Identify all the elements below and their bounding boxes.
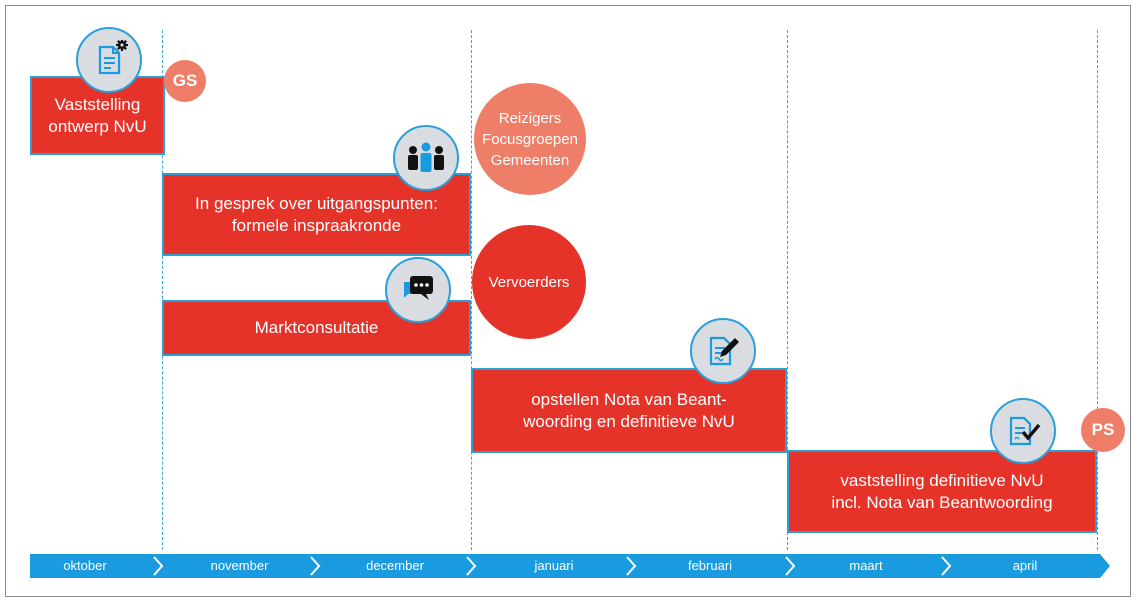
task-line: ontwerp NvU (48, 116, 147, 136)
people-group-icon (393, 125, 459, 191)
task-line: incl. Nota van Beantwoording (831, 492, 1053, 512)
task-line: formele inspraakronde (231, 215, 402, 235)
document-gear-icon (76, 27, 142, 93)
document-pen-icon (690, 318, 756, 384)
chat-bubble-icon (385, 257, 451, 323)
gs-badge-label: GS (172, 71, 198, 90)
task-line: In gesprek over uitgangspunten: (195, 193, 438, 213)
ps-badge: PS (1081, 408, 1125, 452)
task-line: Marktconsultatie (254, 318, 379, 337)
task-vaststelling-definitief: vaststelling definitieve NvU incl. Nota … (787, 450, 1097, 533)
gs-badge: GS (164, 60, 206, 102)
month-label: oktober (63, 558, 107, 573)
task-nota-van-beantwoording: opstellen Nota van Beant- woording en de… (471, 368, 787, 453)
ps-badge-label: PS (1091, 420, 1115, 439)
month-label: november (210, 558, 269, 573)
task-line: Vaststelling (54, 94, 141, 114)
month-label: december (366, 558, 424, 573)
month-label: januari (534, 558, 574, 573)
stakeholder-circle: Reizigers Focusgroepen Gemeenten (474, 83, 586, 195)
document-check-icon (990, 398, 1056, 464)
stakeholder-label: Reizigers (498, 109, 562, 127)
month-label: april (1012, 558, 1038, 573)
stakeholder-label: Focusgroepen (482, 130, 578, 148)
stakeholder-label: Gemeenten (490, 151, 570, 169)
task-line: woording en definitieve NvU (523, 411, 735, 431)
month-divider (1097, 30, 1098, 550)
month-divider (162, 30, 163, 550)
task-line: vaststelling definitieve NvU (840, 470, 1044, 490)
task-inspraakronde: In gesprek over uitgangspunten: formele … (162, 173, 471, 256)
carriers-label: Vervoerders (488, 273, 570, 291)
month-label: februari (687, 558, 733, 573)
task-line: opstellen Nota van Beant- (531, 389, 727, 409)
month-label: maart (849, 558, 883, 573)
month-divider (471, 30, 472, 550)
carriers-circle: Vervoerders (472, 225, 586, 339)
month-divider (787, 30, 788, 550)
timeline-bar (30, 554, 1110, 578)
